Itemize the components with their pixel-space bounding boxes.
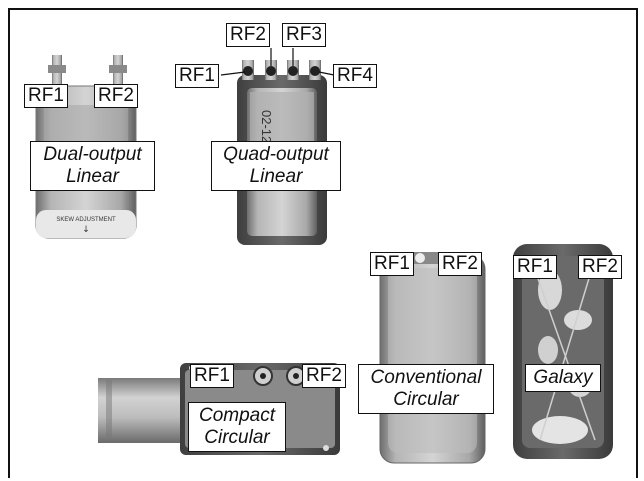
quad-rf2-label: RF2 [226, 23, 270, 47]
conventional-rf2-label: RF2 [438, 252, 482, 276]
caption-line: Galaxy [532, 367, 594, 389]
conventional-circular-photo [380, 252, 485, 463]
conventional-circular-caption: Conventional Circular [358, 364, 494, 414]
caption-line: Circular [365, 389, 487, 411]
quad-output-linear-caption: Quad-output Linear [211, 141, 341, 191]
caption-line: Dual-output [37, 144, 148, 166]
galaxy-rf2-label: RF2 [578, 255, 622, 279]
conventional-rf1-label: RF1 [370, 252, 414, 276]
dual-rf2-label: RF2 [94, 84, 138, 108]
galaxy-caption: Galaxy [525, 364, 601, 392]
caption-line: Compact [195, 405, 279, 427]
caption-line: Conventional [365, 367, 487, 389]
galaxy-rf1-label: RF1 [513, 255, 557, 279]
skew-adjustment-text: SKEW ADJUSTMENT [56, 217, 116, 223]
quad-rf3-label: RF3 [282, 23, 326, 47]
dual-output-linear-caption: Dual-output Linear [30, 141, 155, 191]
compact-rf2-label: RF2 [302, 364, 346, 388]
compact-circular-caption: Compact Circular [188, 402, 286, 452]
quad-rf1-label: RF1 [175, 64, 219, 88]
caption-line: Circular [195, 427, 279, 449]
svg-text:↓: ↓ [82, 225, 90, 235]
compact-rf1-label: RF1 [190, 364, 234, 388]
quad-rf4-label: RF4 [333, 64, 377, 88]
caption-line: Linear [218, 166, 334, 188]
caption-line: Quad-output [218, 144, 334, 166]
caption-line: Linear [37, 166, 148, 188]
dual-rf1-label: RF1 [24, 84, 68, 108]
